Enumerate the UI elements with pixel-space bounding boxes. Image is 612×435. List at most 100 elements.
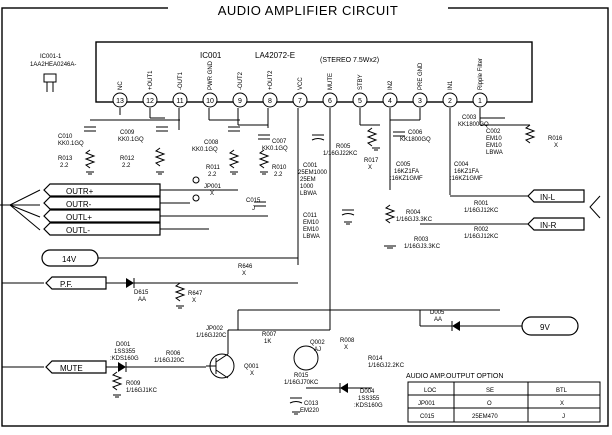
c006-value: KK1800GQ xyxy=(400,137,431,143)
outl-minus-text: OUTL- xyxy=(66,226,90,235)
table-cell-1-1: 25EM470 xyxy=(472,414,498,420)
pf-text: P.F. xyxy=(60,280,73,289)
ic-ref: IC001 xyxy=(200,51,222,60)
ic-pin-name-13: NC xyxy=(118,81,124,90)
connector-pf xyxy=(45,276,107,290)
ic-pin-name-2: IN1 xyxy=(448,80,454,90)
ic-pin-13 xyxy=(112,92,128,108)
connector-in-r xyxy=(527,217,585,231)
option-table-frame xyxy=(407,381,601,423)
ic-pin-name-9: -OUT2 xyxy=(238,71,244,90)
d004-value-1: 1SS355 xyxy=(358,396,380,402)
ic-pin-3 xyxy=(412,92,428,108)
r006-value: 1/16GJ20C xyxy=(154,358,185,364)
in-l-text: IN-L xyxy=(540,193,556,202)
title-backdrop xyxy=(168,1,448,19)
outr-minus-text: OUTR- xyxy=(66,200,92,209)
ic-pin-2 xyxy=(442,92,458,108)
ic-body xyxy=(95,41,533,103)
c008-value: KK0.1GQ xyxy=(192,147,218,153)
r013-value: 2.2 xyxy=(60,163,69,169)
c005-value-1: 16KZ1FA xyxy=(394,169,419,175)
ic-pin-name-4: IN2 xyxy=(388,80,394,90)
c001-value-4: LBWA xyxy=(300,191,317,197)
d004-label: D004 xyxy=(360,389,375,395)
c004-value-2: :16KZ1GMF xyxy=(450,176,483,182)
d004-diode xyxy=(340,383,348,393)
d001-value-2: :KDS160G xyxy=(110,356,139,362)
c007-value: KK0.1GQ xyxy=(262,146,288,152)
r008-value: X xyxy=(344,345,348,351)
q002-transistor xyxy=(293,345,319,371)
d004-value-2: :KDS160G xyxy=(354,403,383,409)
r016-value: X xyxy=(554,143,558,149)
r017-resistor xyxy=(366,127,378,147)
c008-label: C008 xyxy=(204,140,219,146)
c004-label: C004 xyxy=(454,162,469,168)
ic-pin-7 xyxy=(292,92,308,108)
c002-value-3: LBWA xyxy=(486,150,503,156)
c002-label: C002 xyxy=(486,129,501,135)
r016-resistor xyxy=(524,124,536,144)
ic-spec: (STEREO 7.5Wx2) xyxy=(320,57,379,64)
q001-label: Q001 xyxy=(244,364,259,370)
c015-label: C015 xyxy=(246,198,261,204)
c006-label: C006 xyxy=(408,130,423,136)
jp001-node-a xyxy=(192,176,200,184)
table-cell-1-2: J xyxy=(562,414,565,420)
c002-value-1: EM10 xyxy=(486,136,502,142)
r647-resistor xyxy=(174,282,186,302)
outl-plus-text: OUTL+ xyxy=(66,213,92,222)
r004-label: R004 xyxy=(406,210,421,216)
r005-label: R005 xyxy=(336,144,351,150)
input-bracket xyxy=(589,195,601,219)
mute-text: MUTE xyxy=(60,364,83,373)
v14-text: 14V xyxy=(62,255,77,264)
c015-cap xyxy=(254,201,266,207)
ic-pin-number-3: 3 xyxy=(418,98,422,105)
r010-value: 2.2 xyxy=(274,172,283,178)
c013-value: EM220 xyxy=(300,408,320,414)
c005-label: C005 xyxy=(396,162,411,168)
ic-pin-number-10: 10 xyxy=(206,98,214,105)
c013-label: C013 xyxy=(304,401,319,407)
q002-label: Q002 xyxy=(310,340,325,346)
ic-pin-number-5: 5 xyxy=(358,98,362,105)
ic-pin-name-8: +OUT2 xyxy=(268,70,274,90)
ic-pin-name-12: +OUT1 xyxy=(148,70,154,90)
c010-value: KK0.1GQ xyxy=(58,141,84,147)
connector-9v xyxy=(521,316,579,336)
r005-value: 1/16GJ22KC xyxy=(323,151,358,157)
r013-label: R013 xyxy=(58,156,73,162)
v9-text: 9V xyxy=(540,323,550,332)
table-cell-0-1: O xyxy=(487,401,492,407)
r007-label: R007 xyxy=(262,332,277,338)
option-table-title: AUDIO AMP.OUTPUT OPTION xyxy=(406,373,503,380)
jp002-label: JP002 xyxy=(206,326,224,332)
ground-symbols xyxy=(86,147,396,415)
connector-outr-minus xyxy=(43,196,161,210)
r646-value: X xyxy=(242,271,246,277)
ic-pin-11 xyxy=(172,92,188,108)
c011-value-3: LBWA xyxy=(303,234,320,240)
r003-label: R003 xyxy=(414,237,429,243)
ic-pin-number-11: 11 xyxy=(176,98,183,105)
ic-pin-name-1: Ripple Filter xyxy=(478,58,484,90)
connector-outl-minus xyxy=(43,222,161,236)
c001-label: C001 xyxy=(303,163,318,169)
r017-value: X xyxy=(368,165,372,171)
ic-pin-name-10: PWR GND xyxy=(208,60,214,90)
connector-outr-plus xyxy=(43,183,161,197)
diagram-title: AUDIO AMPLIFIER CIRCUIT xyxy=(218,3,399,18)
jp001-node-b xyxy=(192,194,200,202)
table-cell-1-0: C015 xyxy=(420,414,435,420)
ic-pin-5 xyxy=(352,92,368,108)
r014-value: 1/16GJ2.2KC xyxy=(368,363,405,369)
ic-pin-name-6: MUTE xyxy=(328,73,334,90)
c005-value-2: :16KZ1GMF xyxy=(390,176,423,182)
c006-cap xyxy=(393,131,405,137)
r001-label: R001 xyxy=(474,201,489,207)
r009-label: R009 xyxy=(126,381,141,387)
c015-value: J xyxy=(252,206,255,212)
